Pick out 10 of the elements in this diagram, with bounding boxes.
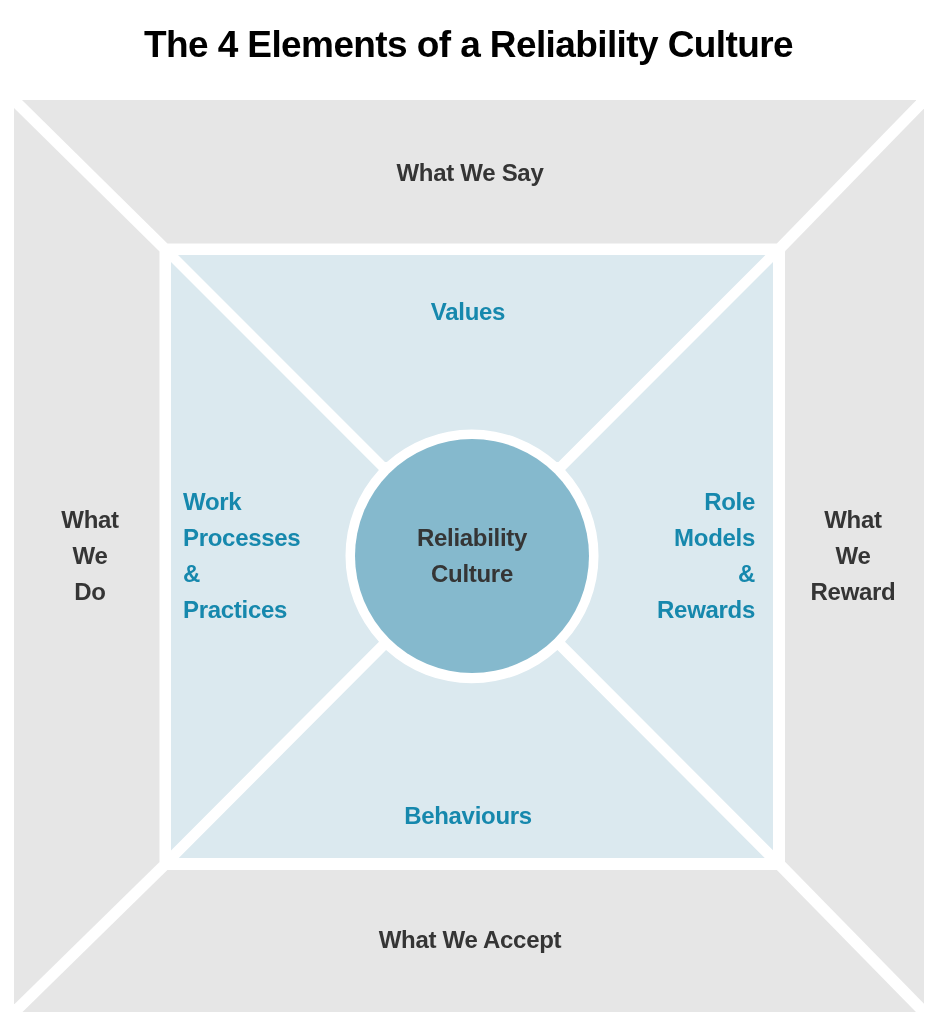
panel-label: What We Say	[396, 158, 544, 188]
panel-label: Behaviours	[404, 801, 532, 831]
panel-label: Work Processes & Practices	[183, 487, 301, 625]
center-label: Reliability Culture	[416, 523, 528, 589]
panel-label: What We Accept	[378, 925, 562, 955]
diagram-title: The 4 Elements of a Reliability Culture	[144, 23, 793, 67]
panel-label: What We Reward	[810, 505, 896, 607]
panel-label: Role Models & Rewards	[657, 487, 755, 625]
panel-label: What We Do	[61, 505, 119, 607]
panel-label: Values	[430, 297, 506, 327]
